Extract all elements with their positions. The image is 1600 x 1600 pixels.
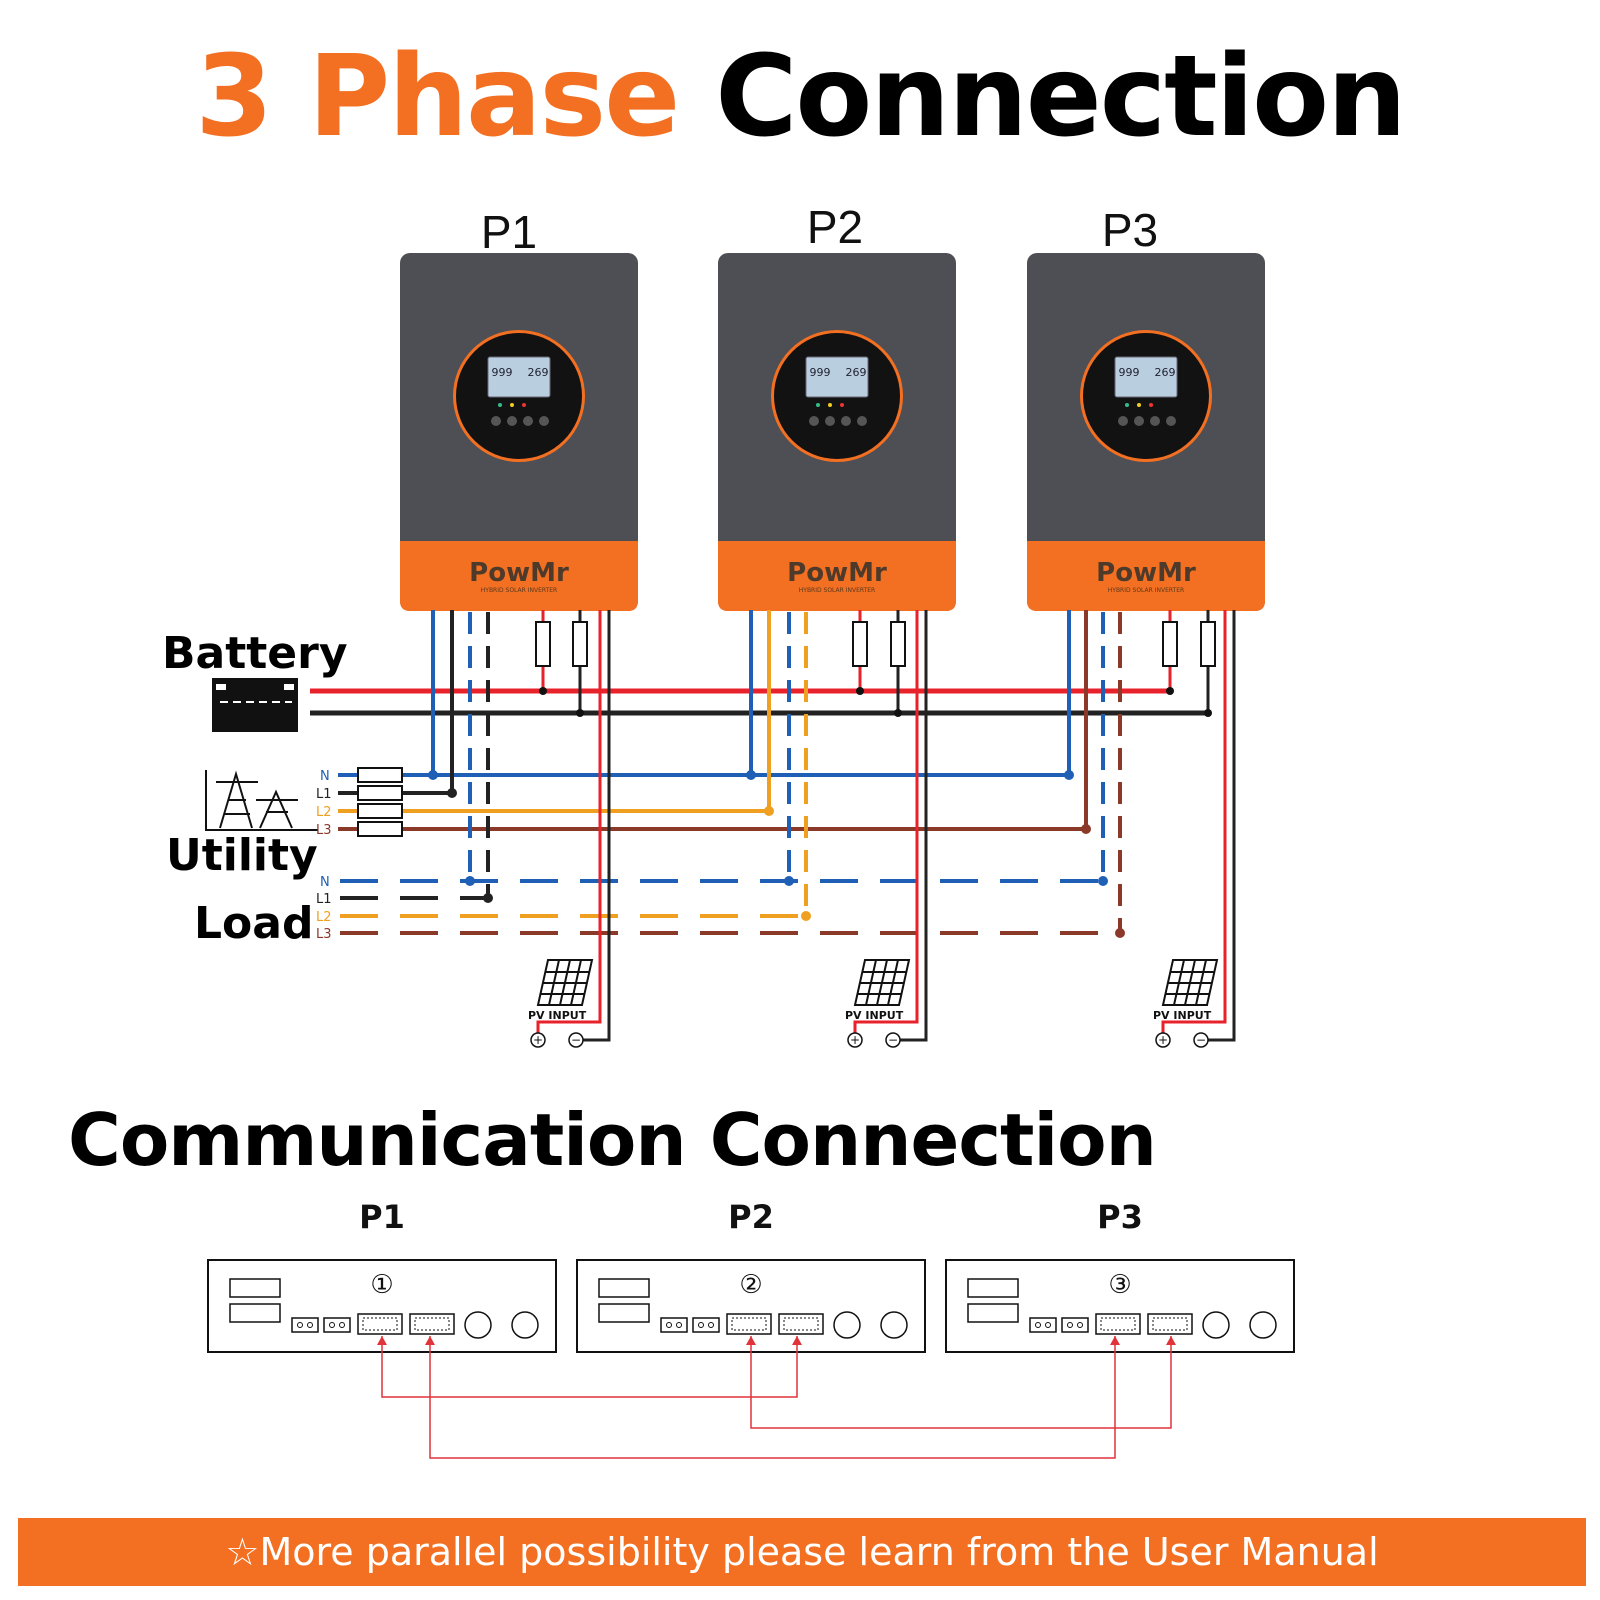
lcd-right-p2: 269: [846, 366, 867, 379]
wiring-diagram: PowMr HYBRID SOLAR INVERTER PowMr HYBRID…: [205, 252, 1266, 1048]
battery-label: Battery: [162, 628, 348, 679]
comm-number-p2: ②: [739, 1270, 762, 1300]
lcd-right-p3: 269: [1155, 366, 1176, 379]
utility-phase-l2: L2: [316, 805, 332, 820]
brand-p1: PowMr: [469, 558, 569, 588]
comm-number-p3: ③: [1108, 1270, 1131, 1300]
footer-banner: ☆More parallel possibility please learn …: [18, 1518, 1586, 1586]
solar-panel-icon: [853, 959, 911, 1006]
title-accent: 3 Phase: [195, 32, 680, 162]
pv-plus-p1: +: [533, 1033, 543, 1047]
utility-tower-icon: [205, 770, 318, 831]
brand-subtitle-p2: HYBRID SOLAR INVERTER: [799, 587, 875, 594]
lcd-left-p1: 999: [492, 366, 513, 379]
utility-phase-l1: L1: [316, 787, 332, 802]
pv-plus-p3: +: [1158, 1033, 1168, 1047]
load-label: Load: [194, 898, 314, 949]
pv-input-label-p1: PV INPUT: [528, 1009, 587, 1022]
lcd-right-p1: 269: [528, 366, 549, 379]
title-rest: Connection: [715, 32, 1407, 162]
load-phase-l2: L2: [316, 910, 332, 925]
unit-label-p1: P1: [480, 206, 538, 258]
lcd-left-p2: 999: [810, 366, 831, 379]
unit-label-p2: P2: [806, 201, 864, 253]
solar-panel-icon: [536, 959, 594, 1006]
brand-p2: PowMr: [787, 558, 887, 588]
comm-title: Communication Connection: [68, 1098, 1157, 1182]
pv-minus-p2: −: [888, 1033, 898, 1047]
brand-subtitle-p1: HYBRID SOLAR INVERTER: [481, 587, 557, 594]
page-title: 3 Phase Connection: [0, 30, 1600, 164]
comm-diagram: ① ② ③: [207, 1259, 1295, 1459]
battery-icon: [212, 678, 298, 732]
utility-phase-n: N: [320, 769, 330, 784]
solar-panel-icon: [1161, 959, 1219, 1006]
pv-plus-p2: +: [850, 1033, 860, 1047]
brand-subtitle-p3: HYBRID SOLAR INVERTER: [1108, 587, 1184, 594]
load-phase-l1: L1: [316, 892, 332, 907]
lcd-left-p3: 999: [1119, 366, 1140, 379]
pv-input-label-p2: PV INPUT: [845, 1009, 904, 1022]
brand-p3: PowMr: [1096, 558, 1196, 588]
load-phase-l3: L3: [316, 927, 332, 942]
pv-minus-p3: −: [1196, 1033, 1206, 1047]
unit-label-p3: P3: [1101, 204, 1159, 256]
comm-number-p1: ①: [370, 1270, 393, 1300]
utility-phase-l3: L3: [316, 823, 332, 838]
utility-label: Utility: [166, 830, 318, 881]
comm-label-p2: P2: [728, 1198, 774, 1236]
comm-label-p3: P3: [1097, 1198, 1143, 1236]
load-phase-n: N: [320, 875, 330, 890]
pv-minus-p1: −: [571, 1033, 581, 1047]
comm-label-p1: P1: [359, 1198, 405, 1236]
pv-input-label-p3: PV INPUT: [1153, 1009, 1212, 1022]
